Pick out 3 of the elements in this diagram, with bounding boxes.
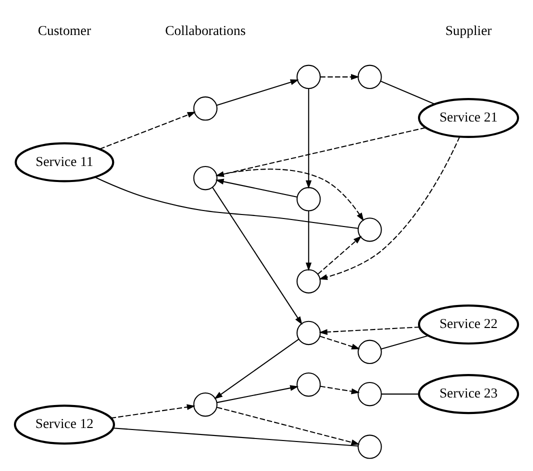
label: Supplier: [445, 23, 492, 38]
label: Collaborations: [165, 23, 246, 38]
label: Customer: [38, 23, 92, 38]
